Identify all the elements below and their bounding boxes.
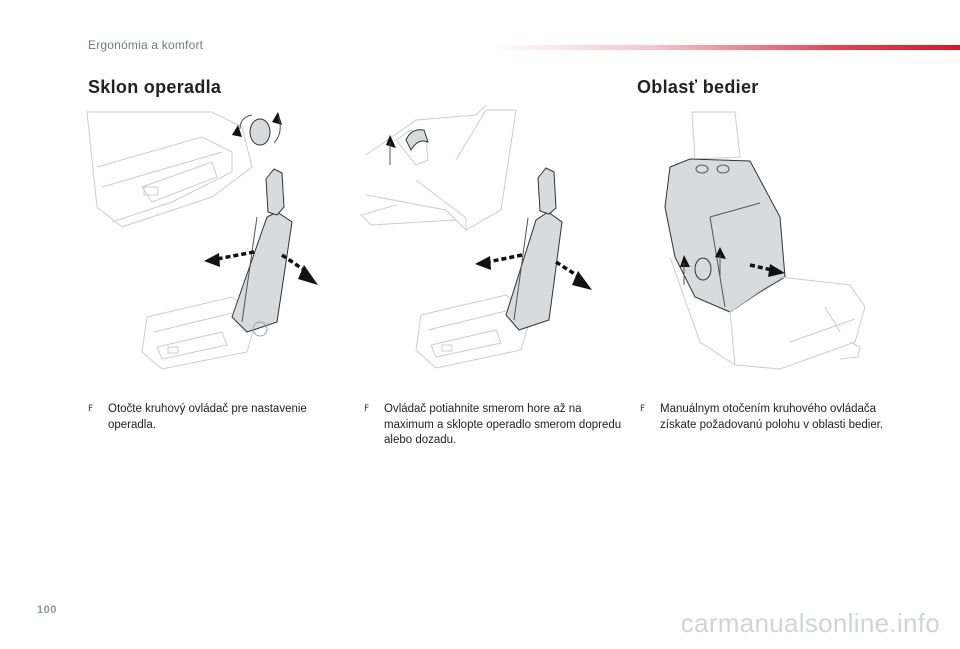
instruction-text: Otočte kruhový ovládač pre nastavenie op… bbox=[108, 403, 307, 431]
chapter-accent-bar bbox=[490, 45, 960, 50]
bullet-icon: F bbox=[640, 404, 646, 414]
bullet-icon: F bbox=[364, 404, 370, 414]
instruction-rotate-knob: F Otočte kruhový ovládač pre nastavenie … bbox=[88, 402, 348, 433]
seat-lumbar-knob-illustration bbox=[664, 111, 866, 370]
page-number: 100 bbox=[37, 604, 57, 616]
bullet-icon: F bbox=[88, 404, 94, 414]
section-title-backrest-tilt: Sklon operadla bbox=[88, 77, 222, 97]
instruction-pull-lever: F Ovládač potiahnite smerom hore až na m… bbox=[364, 402, 624, 449]
seat-backrest-lever-illustration bbox=[360, 104, 592, 369]
instruction-lumbar-knob: F Manuálnym otočením kruhového ovládača … bbox=[640, 402, 910, 433]
seat-backrest-knob-illustration bbox=[86, 111, 318, 370]
instruction-text: Ovládač potiahnite smerom hore až na max… bbox=[384, 403, 622, 446]
chapter-title: Ergonómia a komfort bbox=[88, 38, 204, 52]
watermark: carmanualsonline.info bbox=[680, 608, 940, 638]
instruction-text: Manuálnym otočením kruhového ovládača zí… bbox=[660, 403, 884, 431]
section-title-lumbar: Oblasť bedier bbox=[637, 77, 759, 97]
